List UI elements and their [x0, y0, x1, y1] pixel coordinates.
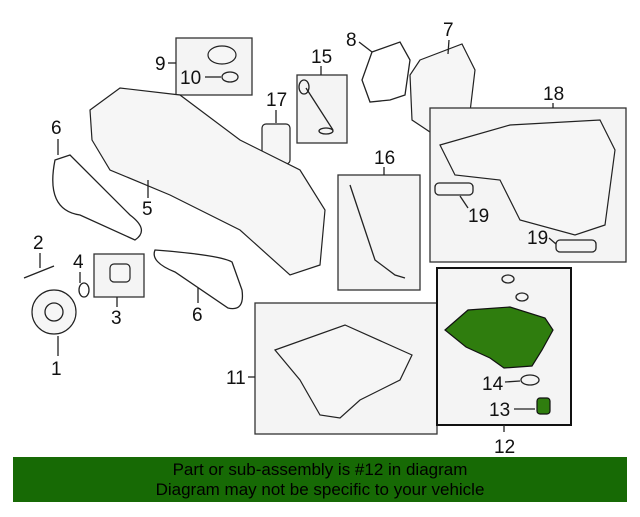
idler-pulley [109, 263, 131, 283]
drive-belt [153, 249, 244, 310]
dipstick [305, 87, 334, 131]
callout-4[interactable]: 4 [73, 252, 84, 273]
callout-16[interactable]: 16 [374, 148, 395, 169]
crank-pulley [31, 289, 77, 335]
tube-box[interactable] [337, 174, 421, 291]
valve-cover-gasket [361, 41, 411, 103]
callout-8[interactable]: 8 [346, 30, 357, 51]
callout-2[interactable]: 2 [33, 233, 44, 254]
callout-6a[interactable]: 6 [51, 118, 62, 139]
washer [78, 282, 90, 298]
callout-15[interactable]: 15 [311, 47, 332, 68]
info-banner: Part or sub-assembly is #12 in diagram D… [13, 457, 627, 502]
intake-manifold [439, 119, 616, 236]
timing-cover [89, 87, 326, 276]
manifold-gasket [434, 182, 474, 196]
callout-19a[interactable]: 19 [468, 206, 489, 227]
banner-line-2: Diagram may not be specific to your vehi… [155, 480, 485, 499]
drain-plug-gasket [520, 374, 540, 386]
oil-filler-cap [207, 45, 237, 65]
callout-7[interactable]: 7 [443, 20, 454, 41]
oil-pan [444, 306, 554, 369]
callout-13[interactable]: 13 [489, 400, 510, 421]
banner-line-1: Part or sub-assembly is #12 in diagram [172, 460, 468, 479]
callout-9[interactable]: 9 [155, 54, 166, 75]
callout-18[interactable]: 18 [543, 84, 564, 105]
callout-3[interactable]: 3 [111, 308, 122, 329]
timing-belt [52, 154, 142, 241]
bolt [23, 265, 55, 279]
callout-14[interactable]: 14 [482, 374, 504, 395]
callout-17[interactable]: 17 [266, 90, 287, 111]
dipstick-box[interactable] [296, 74, 348, 144]
callout-10[interactable]: 10 [180, 68, 201, 89]
upper-oil-pan [273, 324, 413, 419]
dipstick-tube [349, 184, 406, 279]
drain-plug [536, 397, 551, 415]
callout-6b[interactable]: 6 [192, 305, 203, 326]
cap-gasket [221, 71, 239, 83]
callout-12[interactable]: 12 [494, 437, 515, 458]
callout-5[interactable]: 5 [142, 199, 153, 220]
callout-19b[interactable]: 19 [527, 228, 548, 249]
callout-1[interactable]: 1 [51, 359, 62, 380]
callout-11[interactable]: 11 [226, 368, 246, 389]
